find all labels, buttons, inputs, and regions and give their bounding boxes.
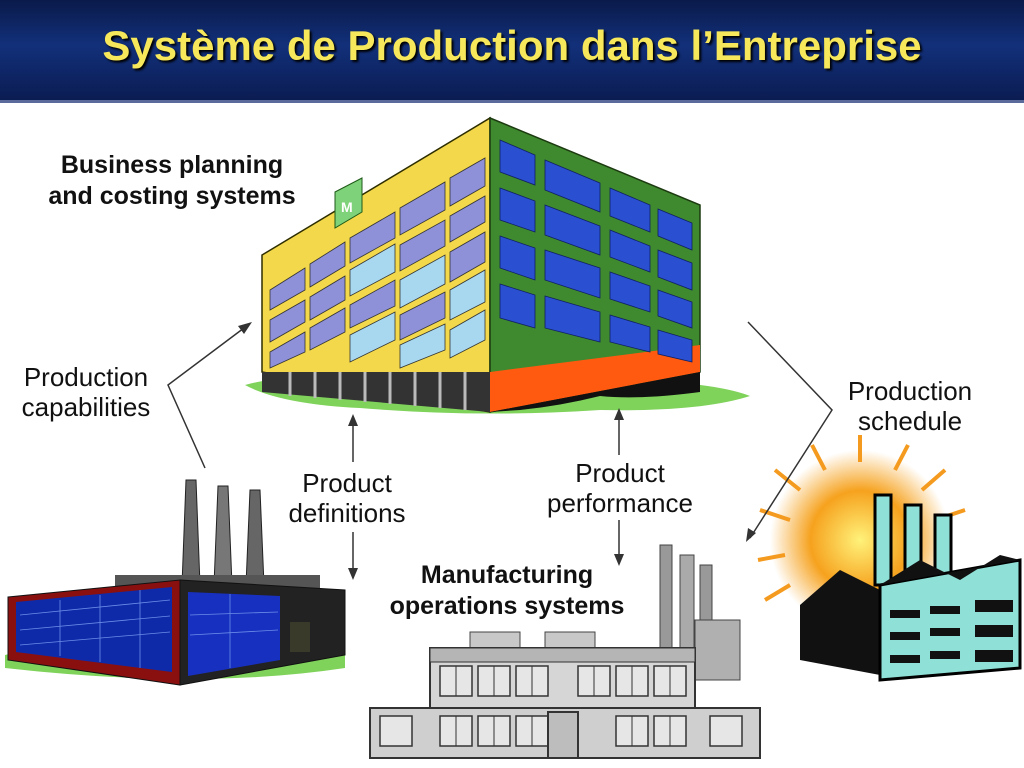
blue-factory-icon <box>5 479 346 686</box>
teal-factory-icon <box>757 435 1022 682</box>
diagram-canvas: M <box>5 116 1022 759</box>
page-title: Système de Production dans l’Entreprise <box>102 22 922 69</box>
arrowhead-definitions-up <box>348 414 358 426</box>
label-product-definitions: Product definitions <box>288 468 406 528</box>
office-building-icon: M <box>245 116 750 414</box>
label-production-capabilities: Production capabilities <box>21 362 151 422</box>
title-bar: Système de Production dans l’Entreprise <box>0 0 1024 103</box>
arrowhead-capabilities <box>238 322 252 334</box>
label-manufacturing-operations: Manufacturing operations systems <box>389 561 625 620</box>
label-product-performance: Product performance <box>547 458 693 518</box>
arrowhead-definitions-down <box>348 568 358 580</box>
arrow-production-capabilities <box>167 324 249 469</box>
arrowhead-performance-up <box>614 408 624 420</box>
arrowhead-performance-down <box>614 554 624 566</box>
label-production-schedule: Production schedule <box>847 376 973 436</box>
svg-text:M: M <box>341 199 353 215</box>
arrow-production-schedule <box>747 321 833 539</box>
arrowhead-schedule <box>746 528 756 542</box>
grey-plant-icon <box>369 544 761 759</box>
label-business-planning: Business planning and costing systems <box>48 151 296 210</box>
